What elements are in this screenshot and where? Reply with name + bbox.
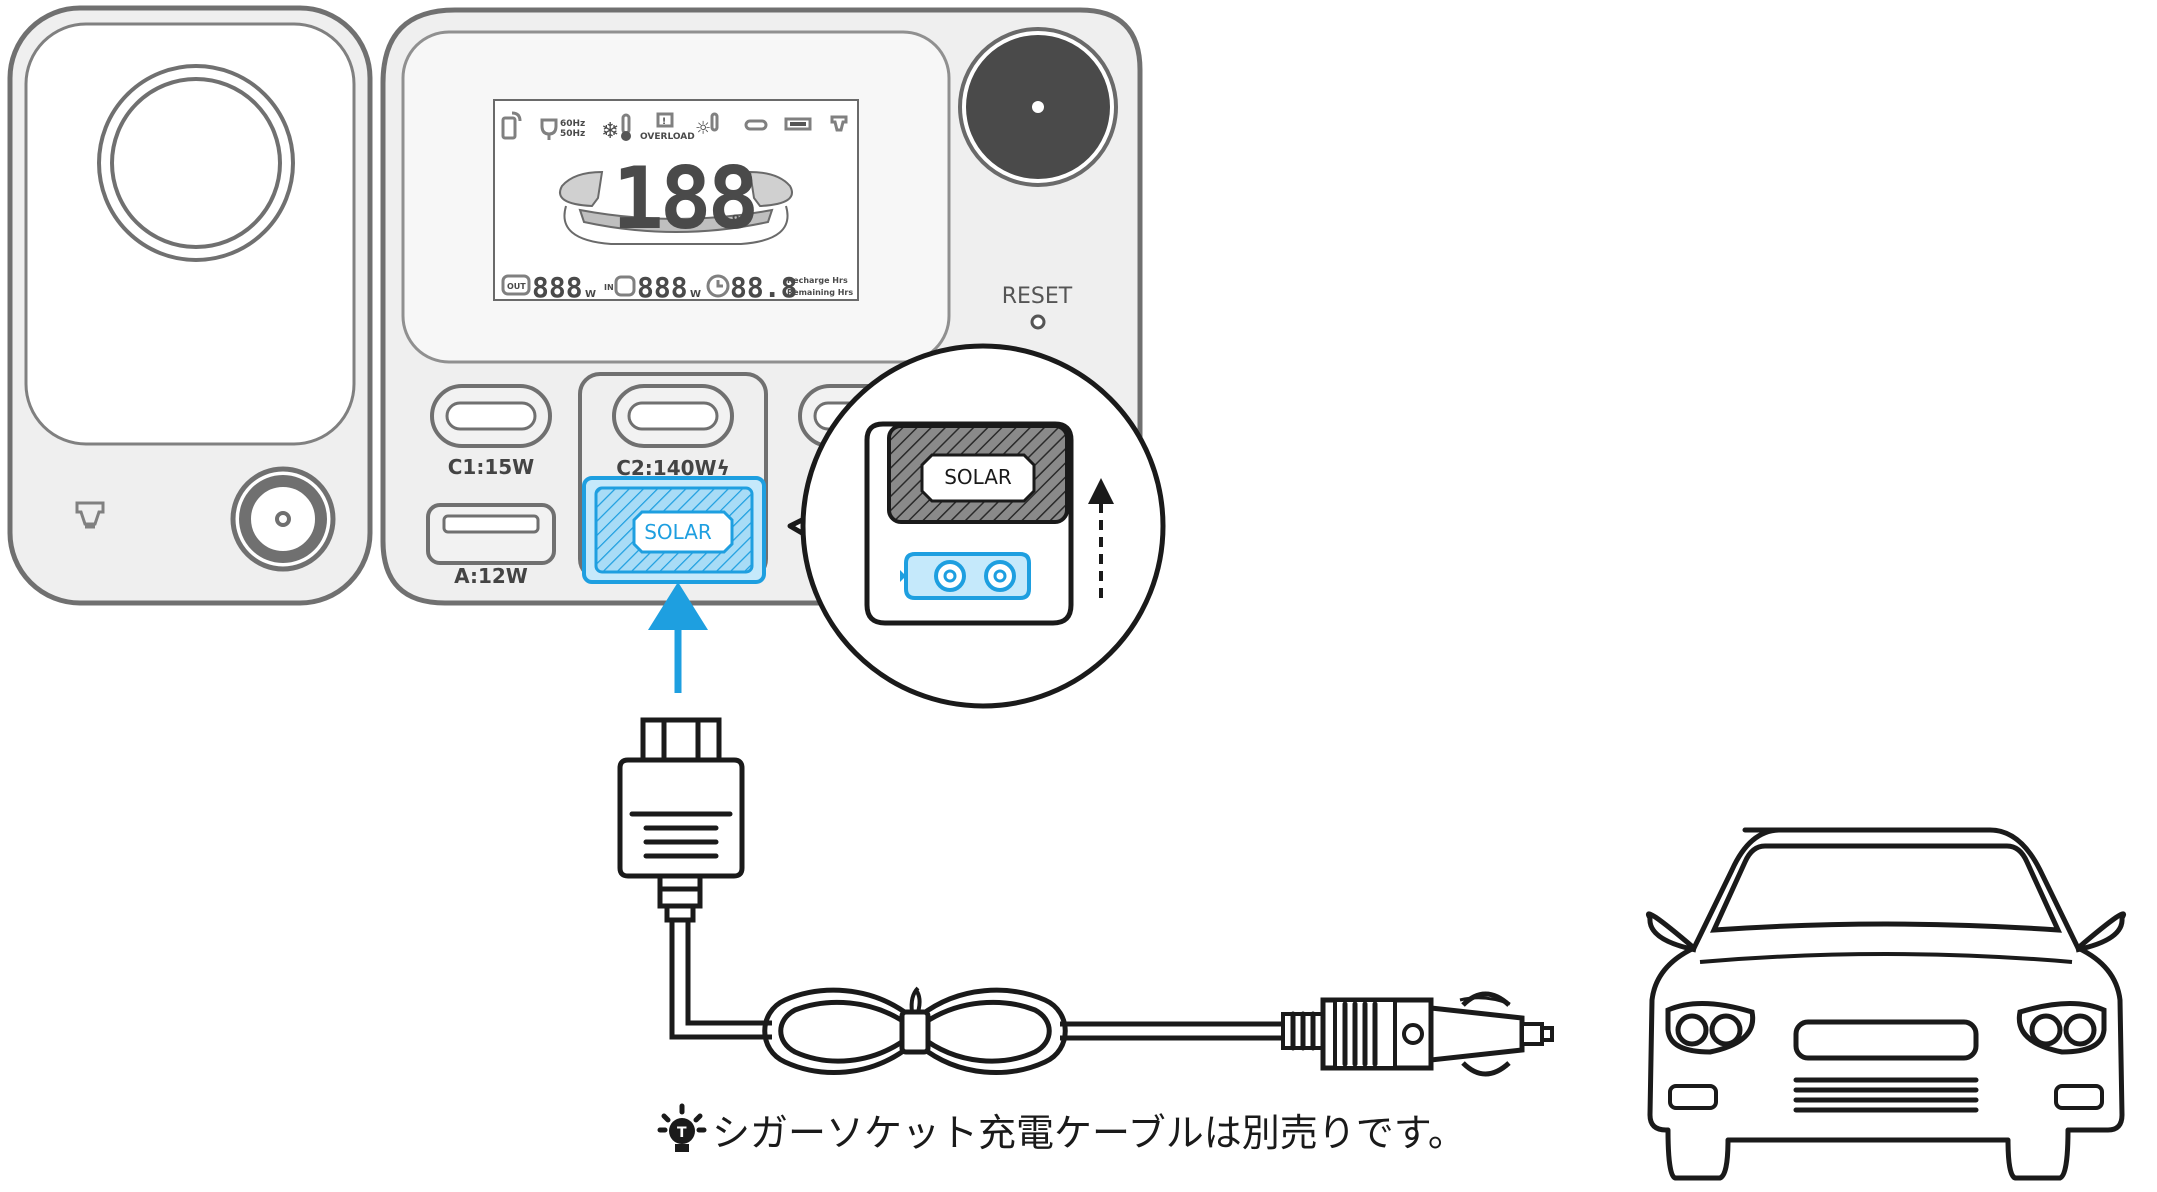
in-watt-unit: W bbox=[690, 289, 701, 300]
reset-button[interactable] bbox=[1030, 314, 1046, 330]
car-icon bbox=[1646, 827, 2126, 1181]
out-watt-unit: W bbox=[585, 289, 596, 300]
solar-connector bbox=[617, 717, 745, 923]
freq-50hz: 50Hz bbox=[560, 129, 585, 139]
plug-icon bbox=[540, 118, 558, 140]
main-panel: 60Hz 50Hz ❄ ! OVERLOAD ☼ bbox=[380, 7, 1143, 606]
overload-icon: ! bbox=[656, 112, 674, 128]
recharge-hrs-label: Recharge Hrs bbox=[787, 276, 848, 285]
cable bbox=[669, 920, 1285, 1076]
slide-up-arrow-icon bbox=[1088, 478, 1114, 598]
note: T シガーソケット充電ケーブルは別売りです。 bbox=[657, 1103, 1466, 1155]
lcd-display: 60Hz 50Hz ❄ ! OVERLOAD ☼ bbox=[493, 99, 859, 304]
snowflake-icon: ❄ bbox=[601, 119, 619, 144]
thermometer-icon bbox=[621, 113, 631, 141]
cigar-plug bbox=[1281, 991, 1554, 1077]
svg-text:❄: ❄ bbox=[601, 119, 619, 144]
insert-arrow-icon bbox=[648, 582, 708, 693]
in-label: IN bbox=[604, 283, 614, 292]
out-watts: 888 bbox=[532, 271, 583, 304]
lightbulb-icon: T bbox=[657, 1103, 707, 1152]
note-text: シガーソケット充電ケーブルは別売りです。 bbox=[712, 1111, 1466, 1155]
solar-port-label: SOLAR bbox=[644, 520, 712, 544]
callout-port-cover: SOLAR bbox=[864, 421, 1074, 626]
car-socket-icon bbox=[830, 115, 848, 132]
callout-solar-socket bbox=[900, 552, 1031, 600]
overload-label: OVERLOAD bbox=[640, 132, 695, 142]
in-watts: 888 bbox=[637, 271, 688, 304]
car-port-icon bbox=[75, 501, 105, 529]
usb-a-port[interactable] bbox=[426, 503, 556, 565]
usb-c2-port[interactable] bbox=[612, 384, 734, 448]
svg-text:☼: ☼ bbox=[695, 118, 711, 139]
out-label: OUT bbox=[507, 282, 526, 291]
freq-60hz: 60Hz bbox=[560, 119, 585, 129]
remaining-hrs-label: Remaining Hrs bbox=[787, 288, 853, 297]
svg-text:!: ! bbox=[662, 117, 666, 127]
solar-port-highlight[interactable]: SOLAR bbox=[582, 476, 766, 584]
usb-c1-port[interactable] bbox=[430, 384, 552, 448]
phone-icon bbox=[501, 111, 522, 140]
control-dial[interactable] bbox=[958, 27, 1118, 187]
a-port-label: A:12W bbox=[454, 564, 528, 588]
clock-icon bbox=[706, 274, 730, 298]
usb-c-icon bbox=[744, 119, 768, 131]
c1-port-label: C1:15W bbox=[448, 455, 534, 479]
reset-label: RESET bbox=[1002, 284, 1073, 309]
callout-magnifier: SOLAR bbox=[787, 343, 1166, 709]
sun-icon: ☼ bbox=[695, 112, 719, 139]
time-digits: 88.8 bbox=[730, 271, 797, 304]
callout-solar-label: SOLAR bbox=[944, 465, 1012, 489]
battery-percent-digits: 188 bbox=[612, 149, 755, 249]
power-button[interactable] bbox=[230, 466, 336, 572]
side-panel bbox=[7, 5, 373, 606]
percent-unit: % bbox=[732, 211, 748, 230]
svg-text:T: T bbox=[677, 1125, 687, 1141]
usb-a-icon bbox=[784, 117, 812, 131]
